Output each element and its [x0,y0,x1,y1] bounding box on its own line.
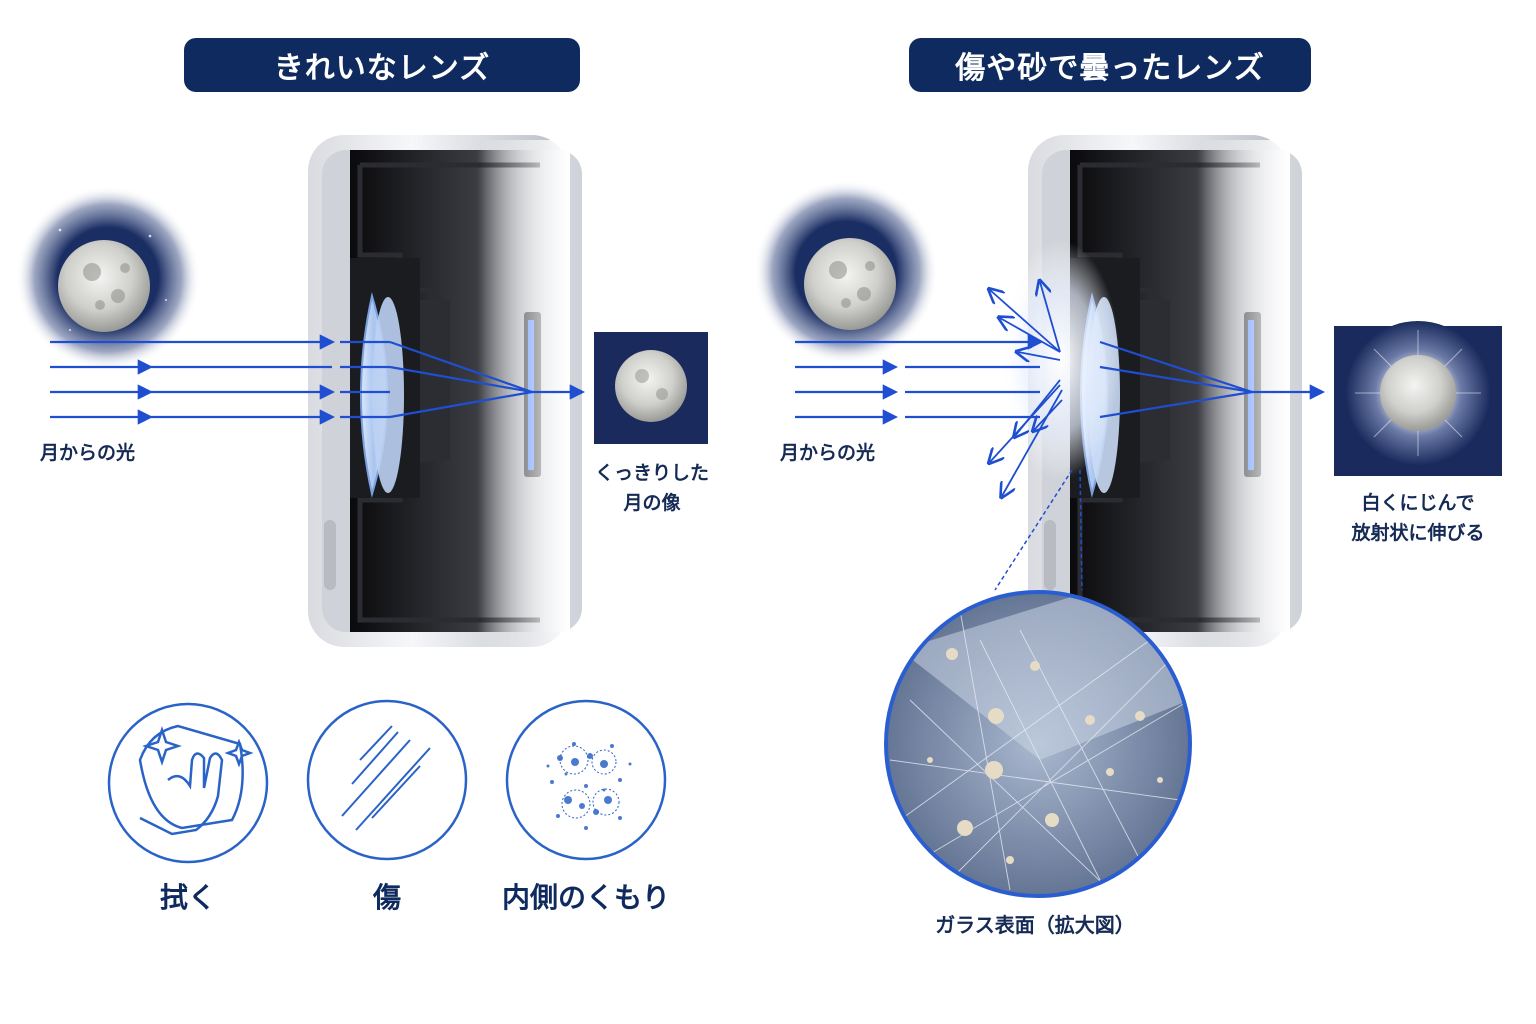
result-label-line1: 白くにじんで [1361,492,1475,514]
moon-icon [58,240,150,332]
light-rays [50,334,586,425]
side-button [324,520,336,590]
scratch-icon [306,699,468,861]
result-label-right: 白くにじんで 放射状に伸びる [1318,488,1518,548]
side-button [1044,520,1056,590]
dirty-lens-title: 傷や砂で曇ったレンズ [909,38,1311,92]
scattered-rays [990,282,1063,496]
light-label-left: 月からの光 [40,442,136,464]
wipe-icon [107,702,269,864]
result-label-left: くっきりした 月の像 [578,458,726,518]
fog-icon [505,699,667,861]
zoom-label: ガラス表面（拡大図） [935,913,1135,937]
light-rays [795,334,1326,425]
moon-icon [804,238,896,330]
fog-label: 内側のくもり [501,881,670,914]
result-label-line1: くっきりした [594,462,709,484]
wipe-label: 拭く [159,881,216,914]
clean-lens-title: きれいなレンズ [184,38,580,92]
zoom-connector [994,469,1083,591]
result-label-line2: 放射状に伸びる [1351,522,1485,544]
scratch-label: 傷 [372,881,401,914]
result-label-line2: 月の像 [623,492,681,514]
clean-lens-diagram [16,135,708,660]
dirty-lens-diagram [754,135,1502,898]
light-label-right: 月からの光 [780,442,876,464]
